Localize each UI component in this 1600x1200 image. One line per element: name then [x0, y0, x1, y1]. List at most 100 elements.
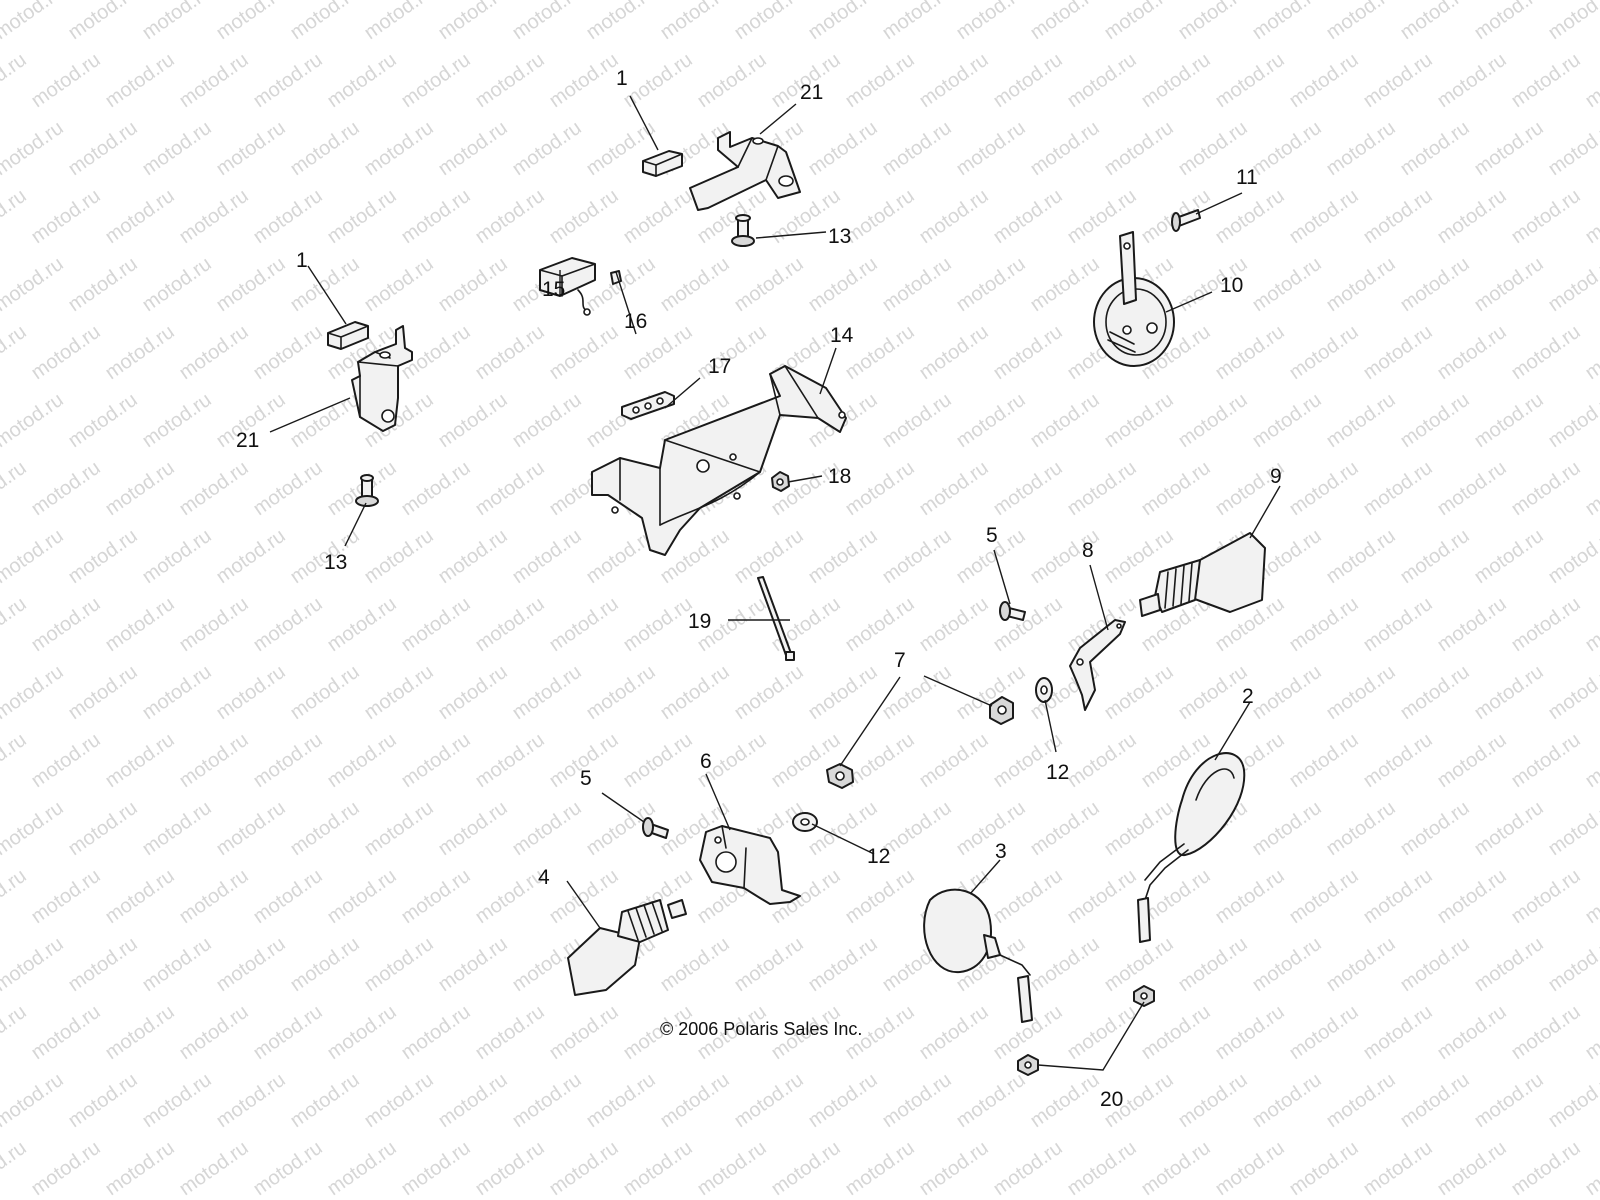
part-20-upper-nut[interactable]	[1133, 985, 1155, 1007]
part-4-turn-signal[interactable]	[567, 899, 687, 996]
watermark-text: motod.ru	[175, 457, 252, 520]
watermark-text: motod.ru	[841, 457, 918, 520]
watermark-text: motod.ru	[619, 185, 696, 248]
watermark-text: motod.ru	[27, 185, 104, 248]
part-13-upper-bolt[interactable]	[731, 214, 755, 247]
callout-1-left: 1	[296, 249, 308, 272]
part-17-plate[interactable]	[621, 391, 675, 420]
watermark-text: motod.ru	[915, 1137, 992, 1200]
part-13-left-bolt[interactable]	[355, 474, 379, 507]
watermark-text: motod.ru	[175, 593, 252, 656]
watermark-text: motod.ru	[1063, 1137, 1140, 1200]
watermark-text: motod.ru	[434, 1069, 511, 1132]
watermark-text: motod.ru	[1100, 117, 1177, 180]
watermark-text: motod.ru	[1507, 593, 1584, 656]
watermark-text: motod.ru	[1100, 389, 1177, 452]
part-7-lower-nut[interactable]	[826, 763, 854, 789]
watermark-text: motod.ru	[64, 933, 141, 996]
watermark-text: motod.ru	[1470, 525, 1547, 588]
watermark-text: motod.ru	[0, 321, 31, 384]
part-21-upper-bracket[interactable]	[689, 131, 801, 211]
watermark-text: motod.ru	[1285, 729, 1362, 792]
part-19-cable-tie[interactable]	[757, 576, 795, 661]
watermark-text: motod.ru	[1248, 797, 1325, 860]
watermark-text: motod.ru	[619, 1137, 696, 1200]
watermark-text: motod.ru	[1322, 1069, 1399, 1132]
watermark-text: motod.ru	[1322, 933, 1399, 996]
watermark-text: motod.ru	[804, 933, 881, 996]
watermark-text: motod.ru	[1581, 321, 1600, 384]
watermark-text: motod.ru	[1470, 0, 1547, 44]
watermark-text: motod.ru	[101, 1001, 178, 1064]
part-21-left-bracket[interactable]	[351, 325, 413, 432]
watermark-text: motod.ru	[323, 593, 400, 656]
watermark-text: motod.ru	[1248, 117, 1325, 180]
watermark-text: motod.ru	[582, 253, 659, 316]
watermark-text: motod.ru	[101, 321, 178, 384]
watermark-text: motod.ru	[434, 117, 511, 180]
part-5-lower-screw[interactable]	[642, 817, 669, 839]
watermark-text: motod.ru	[841, 185, 918, 248]
watermark-text: motod.ru	[878, 389, 955, 452]
watermark-text: motod.ru	[804, 525, 881, 588]
watermark-text: motod.ru	[804, 1069, 881, 1132]
part-9-turn-signal[interactable]	[1139, 532, 1266, 617]
watermark-text: motod.ru	[989, 49, 1066, 112]
part-14-main-bracket[interactable]	[591, 365, 847, 556]
part-1-upper-pad[interactable]	[642, 150, 683, 177]
part-3-mirror[interactable]	[923, 888, 1033, 1023]
watermark-text: motod.ru	[1063, 49, 1140, 112]
watermark-text: motod.ru	[730, 661, 807, 724]
watermark-text: motod.ru	[1359, 593, 1436, 656]
watermark-text: motod.ru	[915, 49, 992, 112]
watermark-text: motod.ru	[915, 457, 992, 520]
part-6-bracket[interactable]	[699, 825, 801, 905]
watermark-text: motod.ru	[0, 117, 68, 180]
callout-4: 4	[538, 866, 550, 889]
watermark-text: motod.ru	[841, 49, 918, 112]
watermark-text: motod.ru	[175, 729, 252, 792]
part-10-horn[interactable]	[1093, 231, 1175, 367]
watermark-text: motod.ru	[1544, 1069, 1600, 1132]
watermark-text: motod.ru	[0, 1001, 31, 1064]
watermark-text: motod.ru	[1433, 729, 1510, 792]
watermark-text: motod.ru	[1026, 797, 1103, 860]
part-18-nut[interactable]	[771, 471, 790, 492]
watermark-text: motod.ru	[138, 797, 215, 860]
watermark-text: motod.ru	[101, 185, 178, 248]
part-2-mirror[interactable]	[1137, 752, 1246, 943]
watermark-text: motod.ru	[1285, 1001, 1362, 1064]
watermark-text: motod.ru	[286, 797, 363, 860]
callout-12-upper: 12	[1046, 761, 1069, 784]
watermark-text: motod.ru	[1026, 1069, 1103, 1132]
part-12-lower-washer[interactable]	[792, 812, 818, 832]
part-20-lower-nut[interactable]	[1017, 1054, 1039, 1076]
watermark-text: motod.ru	[212, 0, 289, 44]
watermark-text: motod.ru	[1544, 661, 1600, 724]
watermark-text: motod.ru	[1507, 729, 1584, 792]
part-11-screw[interactable]	[1171, 209, 1201, 232]
callout-15: 15	[542, 278, 565, 301]
part-8-bracket[interactable]	[1069, 619, 1126, 711]
part-5-upper-screw[interactable]	[999, 601, 1026, 621]
watermark-text: motod.ru	[1581, 1137, 1600, 1200]
watermark-text: motod.ru	[101, 49, 178, 112]
watermark-text: motod.ru	[878, 117, 955, 180]
watermark-text: motod.ru	[1026, 389, 1103, 452]
watermark-text: motod.ru	[582, 661, 659, 724]
part-15-relay[interactable]	[539, 257, 596, 316]
watermark-text: motod.ru	[397, 865, 474, 928]
watermark-text: motod.ru	[1507, 49, 1584, 112]
watermark-text: motod.ru	[1285, 185, 1362, 248]
part-12-upper-washer[interactable]	[1035, 677, 1053, 703]
watermark-text: motod.ru	[1470, 389, 1547, 452]
watermark-text: motod.ru	[1544, 525, 1600, 588]
watermark-text: motod.ru	[0, 593, 31, 656]
part-1-left-pad[interactable]	[327, 321, 369, 350]
watermark-text: motod.ru	[0, 1069, 68, 1132]
callout-12-lower: 12	[867, 845, 890, 868]
watermark-text: motod.ru	[1470, 253, 1547, 316]
part-7-upper-nut[interactable]	[989, 696, 1014, 725]
callout-7: 7	[894, 649, 906, 672]
